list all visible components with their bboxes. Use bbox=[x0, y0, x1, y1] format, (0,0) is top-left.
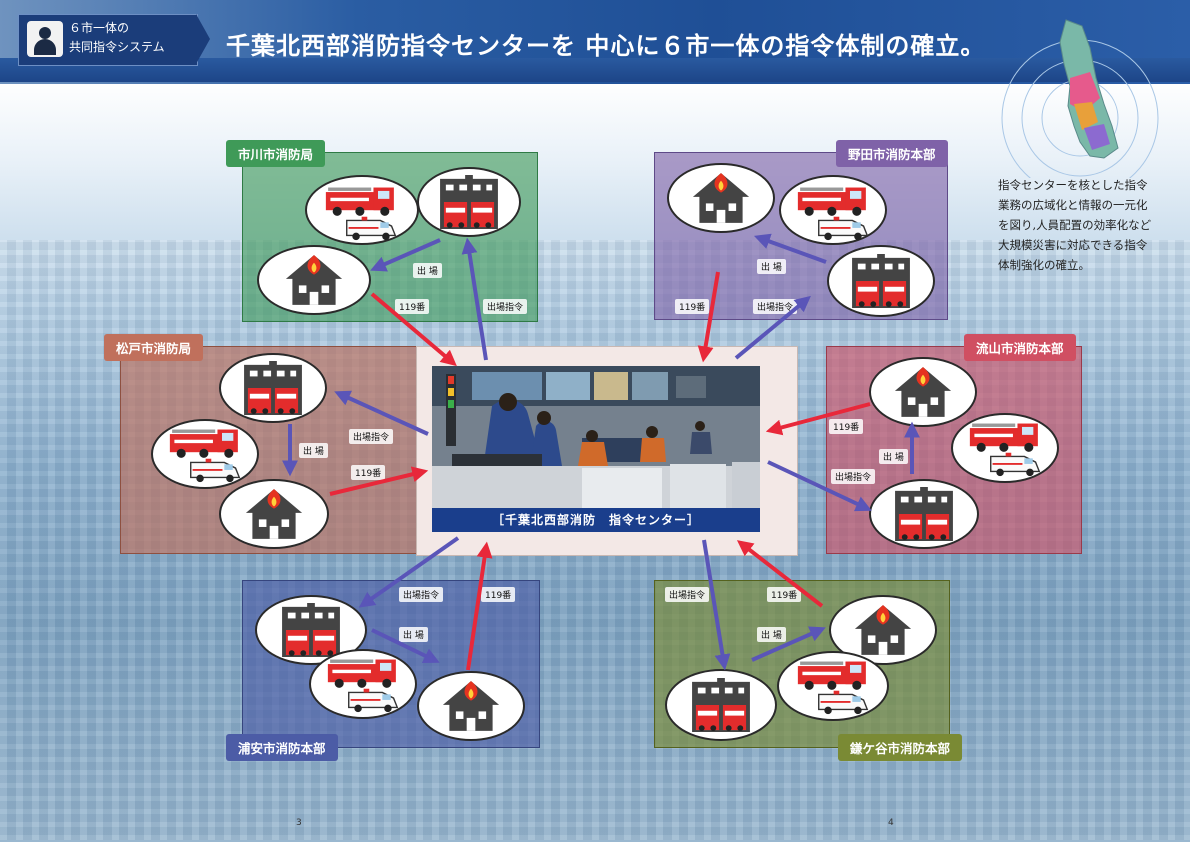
panel-urayasu: 出場指令 119番 出 場 bbox=[242, 580, 540, 748]
label-119: 119番 bbox=[829, 419, 864, 434]
fire-truck-icon bbox=[323, 655, 403, 689]
oval-fire-house bbox=[869, 357, 977, 427]
command-center-caption: ［千葉北西部消防 指令センター］ bbox=[432, 508, 760, 532]
ambulance-icon bbox=[187, 455, 243, 483]
fire-truck-icon bbox=[165, 425, 245, 459]
panel-noda: 出 場 119番 出場指令 bbox=[654, 152, 948, 320]
label-dispatch: 出 場 bbox=[879, 449, 908, 464]
ambulance-icon bbox=[815, 687, 871, 715]
panel-nagareyama: 119番 出 場 出場指令 bbox=[826, 346, 1082, 554]
description-text: 指令センターを核とした指令 業務の広域化と情報の一元化 を図り,人員配置の効率化… bbox=[998, 178, 1152, 272]
burning-house-icon bbox=[281, 253, 347, 307]
label-matsudo: 松戸市消防局 bbox=[104, 334, 204, 361]
panel-kamagaya: 出場指令 119番 出 場 bbox=[654, 580, 950, 748]
fire-station-icon bbox=[682, 678, 760, 732]
section-badge: ６市一体の 共同指令システム bbox=[18, 14, 198, 66]
label-urayasu: 浦安市消防本部 bbox=[226, 734, 338, 761]
oval-fire-house bbox=[417, 671, 525, 741]
page-number-left: 3 bbox=[296, 818, 302, 828]
fire-truck-icon bbox=[793, 657, 873, 691]
burning-house-icon bbox=[241, 487, 307, 541]
label-119: 119番 bbox=[767, 587, 802, 602]
oval-station bbox=[417, 167, 521, 237]
fire-truck-icon bbox=[793, 183, 873, 217]
oval-vehicles bbox=[151, 419, 259, 489]
command-center-photo bbox=[432, 366, 760, 512]
badge-line-2: 共同指令システム bbox=[69, 40, 165, 54]
label-119: 119番 bbox=[675, 299, 710, 314]
chiba-map bbox=[1000, 8, 1170, 197]
burning-house-icon bbox=[688, 171, 754, 225]
label-dispatch-order: 出場指令 bbox=[831, 469, 876, 484]
label-dispatch: 出 場 bbox=[399, 627, 428, 642]
fire-station-icon bbox=[272, 603, 350, 657]
badge-text: ６市一体の 共同指令システム bbox=[69, 19, 165, 57]
badge-arrow-icon bbox=[196, 14, 210, 64]
label-noda: 野田市消防本部 bbox=[836, 140, 948, 167]
oval-vehicles bbox=[305, 175, 419, 245]
label-119: 119番 bbox=[481, 587, 516, 602]
label-ichikawa: 市川市消防局 bbox=[226, 140, 326, 167]
label-nagareyama: 流山市消防本部 bbox=[964, 334, 1076, 361]
label-119: 119番 bbox=[351, 465, 386, 480]
oval-station bbox=[827, 245, 935, 317]
burning-house-icon bbox=[850, 603, 916, 657]
operator-icon bbox=[27, 21, 63, 57]
panel-matsudo: 出 場 出場指令 119番 bbox=[120, 346, 422, 554]
ambulance-icon bbox=[815, 213, 871, 241]
label-dispatch-order: 出場指令 bbox=[665, 587, 710, 602]
oval-fire-house bbox=[667, 163, 775, 233]
fire-station-icon bbox=[234, 361, 312, 415]
ambulance-icon bbox=[987, 449, 1043, 477]
oval-vehicles bbox=[309, 649, 417, 719]
label-kamagaya: 鎌ケ谷市消防本部 bbox=[838, 734, 963, 761]
oval-station bbox=[869, 479, 979, 549]
label-119: 119番 bbox=[395, 299, 430, 314]
page-headline: 千葉北西部消防指令センターを 中心に６市一体の指令体制の確立。 bbox=[226, 32, 986, 60]
oval-vehicles bbox=[779, 175, 887, 245]
fire-station-icon bbox=[885, 487, 963, 541]
oval-station bbox=[219, 353, 327, 423]
fire-station-icon bbox=[430, 175, 508, 229]
label-dispatch: 出 場 bbox=[757, 627, 786, 642]
oval-fire-house bbox=[257, 245, 371, 315]
page-number-right: 4 bbox=[888, 818, 894, 828]
label-dispatch-order: 出場指令 bbox=[349, 429, 394, 444]
burning-house-icon bbox=[438, 679, 504, 733]
fire-truck-icon bbox=[321, 183, 401, 217]
ambulance-icon bbox=[343, 213, 399, 241]
label-dispatch-order: 出場指令 bbox=[483, 299, 528, 314]
label-dispatch: 出 場 bbox=[413, 263, 442, 278]
label-dispatch-order: 出場指令 bbox=[753, 299, 798, 314]
label-dispatch: 出 場 bbox=[757, 259, 786, 274]
burning-house-icon bbox=[890, 365, 956, 419]
label-dispatch: 出 場 bbox=[299, 443, 328, 458]
fire-truck-icon bbox=[965, 419, 1045, 453]
oval-vehicles bbox=[777, 651, 889, 721]
oval-vehicles bbox=[951, 413, 1059, 483]
oval-station bbox=[665, 669, 777, 741]
ambulance-icon bbox=[345, 685, 401, 713]
badge-line-1: ６市一体の bbox=[69, 21, 130, 35]
panel-ichikawa: 出 場 119番 出場指令 bbox=[242, 152, 538, 322]
oval-fire-house bbox=[219, 479, 329, 549]
fire-station-icon bbox=[842, 254, 920, 308]
label-dispatch-order: 出場指令 bbox=[399, 587, 444, 602]
